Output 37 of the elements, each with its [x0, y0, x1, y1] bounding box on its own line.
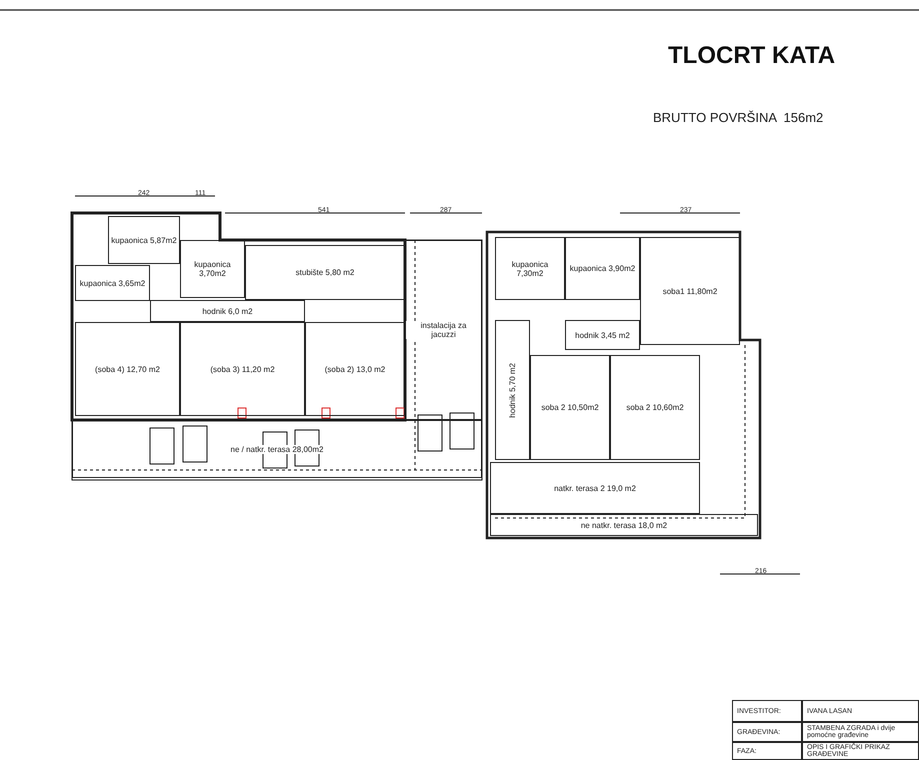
- room-label: stubište 5,80 m2: [294, 268, 356, 277]
- room-area: [495, 237, 565, 300]
- room-area: [530, 355, 610, 460]
- room-area: [495, 320, 530, 460]
- room-area: [610, 355, 700, 460]
- room-area: [565, 237, 640, 300]
- room-area: [405, 240, 482, 420]
- room-area: [75, 265, 150, 301]
- room-label: hodnik 5,70 m2: [506, 362, 519, 418]
- room-area: [490, 514, 758, 536]
- room-area: [108, 216, 180, 264]
- room-label: natkr. terasa 2 19,0 m2: [552, 484, 638, 492]
- plan-title: TLOCRT KATA: [668, 42, 836, 70]
- room-label: soba 2 10,50m2: [539, 403, 601, 412]
- room-area: [150, 300, 305, 322]
- room-area: [180, 240, 245, 298]
- room-label: ne natkr. terasa 18,0 m2: [578, 520, 670, 530]
- room-area: [490, 462, 700, 514]
- room-label: kupaonica 3,65m2: [78, 278, 148, 288]
- room-label: hodnik 3,45 m2: [573, 330, 632, 340]
- room-label: soba 2 10,60m2: [624, 403, 686, 412]
- room-label: hodnik 6,0 m2: [200, 306, 255, 316]
- room-label: soba1 11,80m2: [660, 286, 720, 296]
- room-label: ne / natkr. terasa 28,00m2: [228, 444, 326, 454]
- room-label: kupaonica 5,87m2: [109, 236, 179, 244]
- room-label: (soba 4) 12,70 m2: [93, 364, 162, 374]
- room-label: (soba 2) 13,0 m2: [322, 364, 388, 374]
- room-label: kupaonica 3,90m2: [568, 264, 638, 273]
- room-area: [72, 420, 482, 478]
- room-area: [245, 245, 405, 300]
- area-note: BRUTTO POVRŠINA 156m2: [653, 110, 824, 125]
- room-label: (soba 3) 11,20 m2: [208, 364, 277, 374]
- room-area: [640, 237, 740, 345]
- room-area: [305, 322, 405, 416]
- room-area: [565, 320, 640, 350]
- room-area: [180, 322, 305, 416]
- room-area: [75, 322, 180, 416]
